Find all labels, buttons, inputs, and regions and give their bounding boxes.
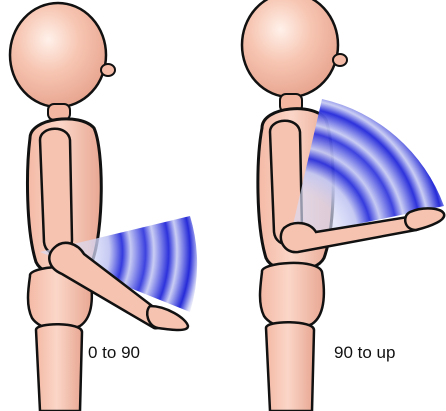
left-head (10, 3, 106, 107)
right-leg (266, 322, 314, 411)
right-hand (405, 208, 444, 230)
caption-0-to-90: 0 to 90 (88, 343, 140, 363)
caption-90-to-up: 90 to up (334, 343, 395, 363)
left-upper-arm (40, 129, 72, 255)
left-hand (147, 306, 188, 330)
right-nose (333, 54, 347, 66)
left-nose (101, 64, 115, 76)
right-hips (260, 263, 324, 328)
right-head (242, 0, 338, 97)
left-leg (36, 324, 82, 411)
